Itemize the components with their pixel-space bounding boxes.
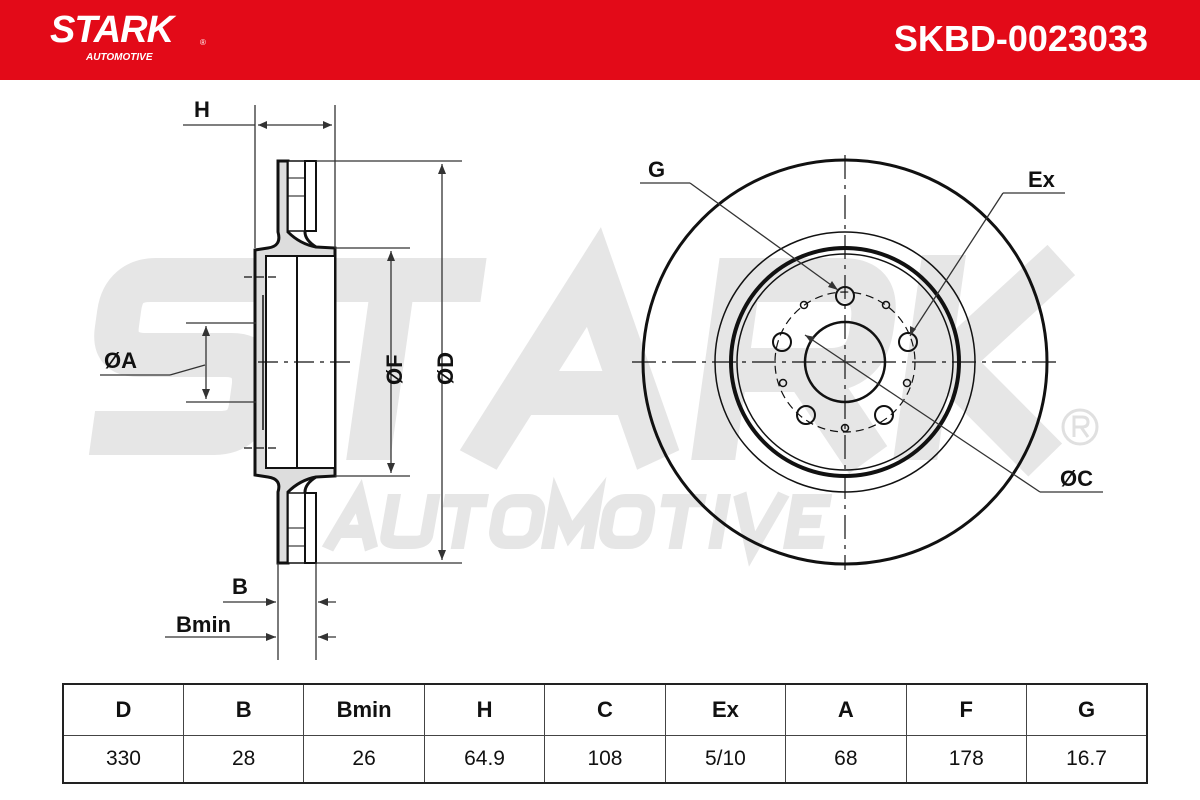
- header-b: B: [182, 683, 305, 736]
- label-d: ØD: [433, 352, 458, 385]
- watermark-sub-graphic: [321, 476, 833, 567]
- label-h: H: [194, 97, 210, 122]
- watermark-graphic: [88, 227, 1099, 567]
- label-ex: Ex: [1028, 167, 1056, 192]
- label-g: G: [648, 157, 665, 182]
- dimension-lines: [100, 105, 462, 660]
- value-bmin: 26: [303, 734, 425, 784]
- part-number: SKBD-0023033: [893, 18, 1148, 59]
- header-f: F: [905, 683, 1028, 736]
- header-h: H: [423, 683, 546, 736]
- header-bmin: Bmin: [303, 683, 425, 736]
- label-bmin: Bmin: [176, 612, 231, 637]
- label-c: ØC: [1060, 466, 1093, 491]
- side-view: [244, 159, 350, 565]
- header-a: A: [785, 683, 907, 736]
- header-g: G: [1026, 683, 1148, 736]
- table-value-row: 330 28 26 64.9 108 5/10 68 178 16.7: [62, 734, 1148, 784]
- watermark-main-graphic: [88, 227, 1076, 477]
- value-a: 68: [785, 734, 907, 784]
- header-bar: STARK AUTOMOTIVE ® SKBD-0023033: [0, 0, 1200, 80]
- brake-disc-drawing: H ØA ØF ØD B Bmin G Ex ØC: [88, 97, 1103, 660]
- value-c: 108: [544, 734, 666, 784]
- label-a: ØA: [104, 348, 137, 373]
- table-header-row: D B Bmin H C Ex A F G: [62, 683, 1148, 736]
- value-b: 28: [182, 734, 305, 784]
- logo-registered: ®: [200, 38, 206, 47]
- header-c: C: [544, 683, 666, 736]
- label-f: ØF: [382, 354, 407, 385]
- logo-sub: AUTOMOTIVE: [86, 52, 153, 63]
- value-g: 16.7: [1026, 734, 1148, 784]
- front-leaders: [640, 182, 1103, 493]
- stark-logo: STARK AUTOMOTIVE ®: [50, 9, 206, 63]
- value-d: 330: [62, 734, 184, 784]
- front-view: [632, 155, 1060, 570]
- watermark-registered-graphic: [1061, 408, 1099, 446]
- header-ex: Ex: [664, 683, 787, 736]
- logo-brand: STARK: [50, 9, 174, 51]
- value-f: 178: [905, 734, 1028, 784]
- value-h: 64.9: [423, 734, 546, 784]
- label-b: B: [232, 574, 248, 599]
- dimensions-table: D B Bmin H C Ex A F G 330 28 26 64.9 108…: [62, 683, 1148, 784]
- value-ex: 5/10: [664, 734, 787, 784]
- header-d: D: [62, 683, 184, 736]
